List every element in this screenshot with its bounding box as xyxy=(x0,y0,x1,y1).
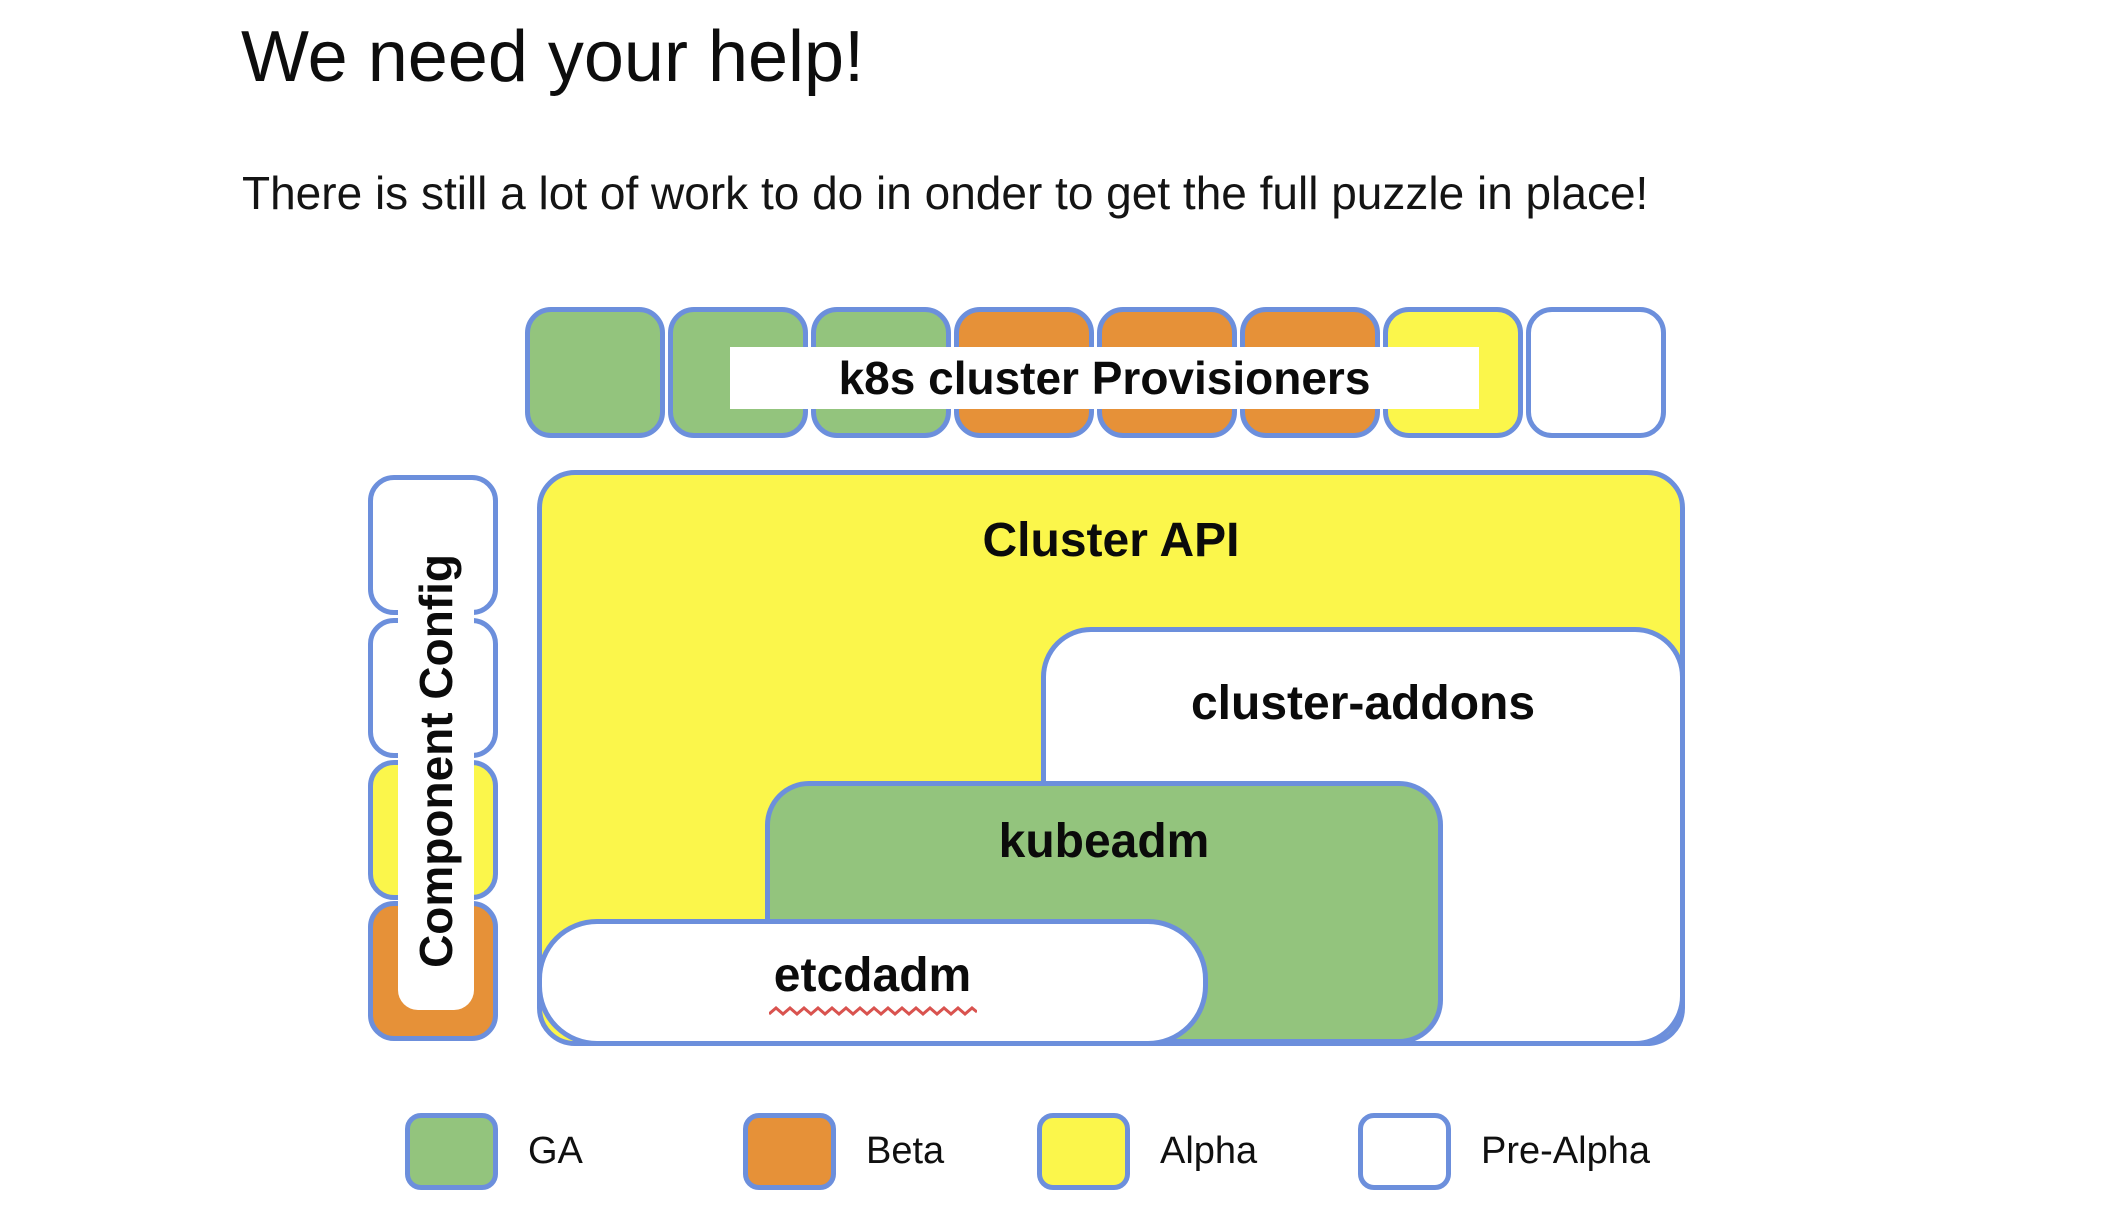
legend-item-alpha: Alpha xyxy=(1037,1113,1257,1190)
slide-title: We need your help! xyxy=(241,17,865,97)
legend-swatch-beta xyxy=(743,1113,836,1190)
legend-item-ga: GA xyxy=(405,1113,583,1190)
spellcheck-squiggle-icon xyxy=(768,1006,977,1016)
provisioner-piece xyxy=(525,307,665,438)
legend-label-prealpha: Pre-Alpha xyxy=(1481,1130,1650,1172)
legend-label-alpha: Alpha xyxy=(1160,1130,1258,1172)
provisioners-row-label: k8s cluster Provisioners xyxy=(730,347,1479,409)
legend-item-prealpha: Pre-Alpha xyxy=(1358,1113,1650,1190)
legend-item-beta: Beta xyxy=(743,1113,944,1190)
etcdadm-box: etcdadm xyxy=(537,919,1208,1046)
legend-swatch-prealpha xyxy=(1358,1113,1451,1190)
legend-swatch-alpha xyxy=(1037,1113,1130,1190)
legend-label-beta: Beta xyxy=(866,1130,945,1172)
slide-subtitle: There is still a lot of work to do in on… xyxy=(242,167,1649,219)
cluster-addons-label: cluster-addons xyxy=(1190,677,1536,730)
cluster-api-label: Cluster API xyxy=(982,514,1240,567)
legend-label-ga: GA xyxy=(528,1130,583,1172)
legend-swatch-ga xyxy=(405,1113,498,1190)
provisioner-piece xyxy=(1526,307,1666,438)
component-config-label: Component Config xyxy=(410,554,462,968)
kubeadm-label: kubeadm xyxy=(998,815,1210,868)
component-config-label-box: Component Config xyxy=(398,512,474,1010)
etcdadm-label: etcdadm xyxy=(773,949,972,1002)
